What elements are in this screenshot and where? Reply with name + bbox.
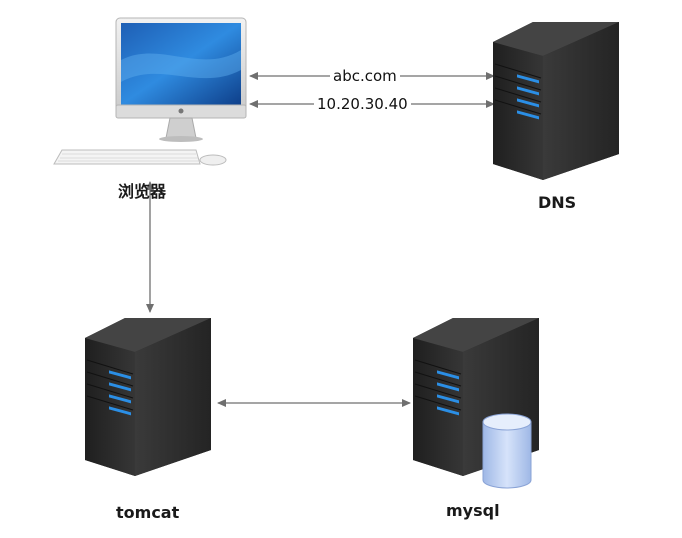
server-tower-icon — [85, 318, 211, 476]
edge-label-request: abc.com — [330, 67, 400, 85]
desktop-computer-icon — [53, 17, 247, 166]
dns-label: DNS — [538, 193, 577, 212]
edge-label-response: 10.20.30.40 — [314, 95, 411, 113]
database-server-icon — [413, 318, 539, 489]
browser-label: 浏览器 — [118, 182, 167, 201]
server-tower-icon — [493, 22, 619, 180]
tomcat-label: tomcat — [116, 503, 180, 522]
mysql-label: mysql — [446, 501, 500, 520]
database-cylinder-icon — [482, 413, 532, 489]
